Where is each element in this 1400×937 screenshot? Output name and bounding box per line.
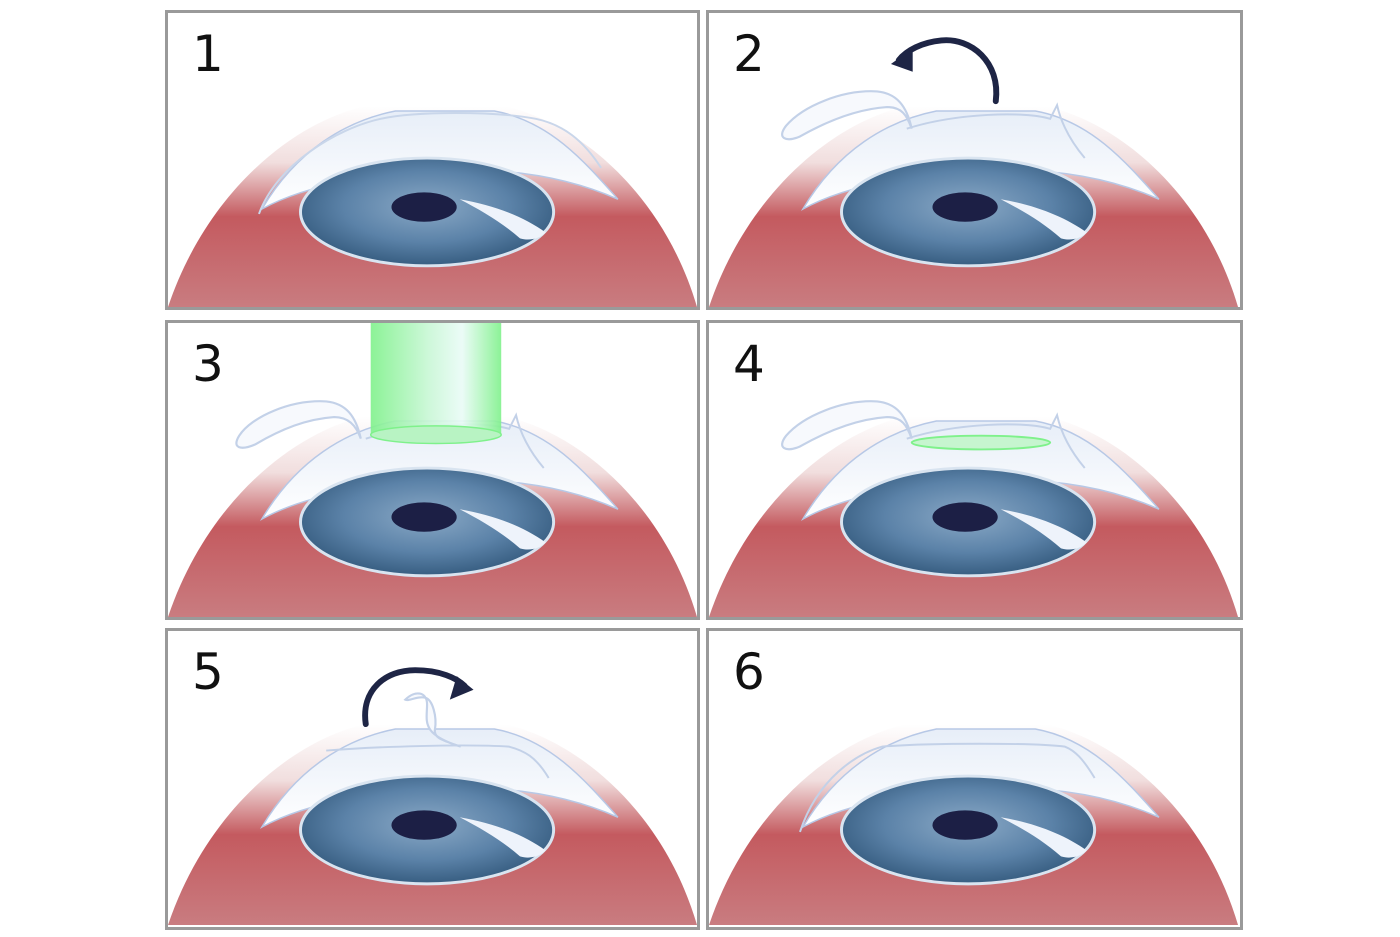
arrow-left-icon	[890, 37, 1000, 105]
eye-illustration	[709, 400, 1240, 617]
step-panel-4: 4	[706, 320, 1243, 620]
eye-illustration	[709, 37, 1240, 307]
eye-illustration	[168, 667, 697, 927]
step-panel-2: 2	[706, 10, 1243, 310]
step-panel-6: 6	[706, 628, 1243, 930]
step-number: 5	[192, 643, 224, 701]
step-number: 3	[192, 335, 224, 393]
step-panel-5: 5	[165, 628, 700, 930]
step-panel-3: 3	[165, 320, 700, 620]
step-number: 4	[733, 335, 765, 393]
arrow-right-icon	[362, 667, 474, 728]
eye-illustration	[168, 104, 697, 307]
step-number: 6	[733, 643, 765, 701]
treated-area	[910, 434, 1052, 451]
step-number: 1	[192, 25, 224, 83]
laser-beam	[369, 323, 502, 445]
step-panel-1: 1	[165, 10, 700, 310]
eye-illustration	[709, 722, 1240, 927]
eye-illustration	[168, 323, 697, 617]
step-number: 2	[733, 25, 765, 83]
